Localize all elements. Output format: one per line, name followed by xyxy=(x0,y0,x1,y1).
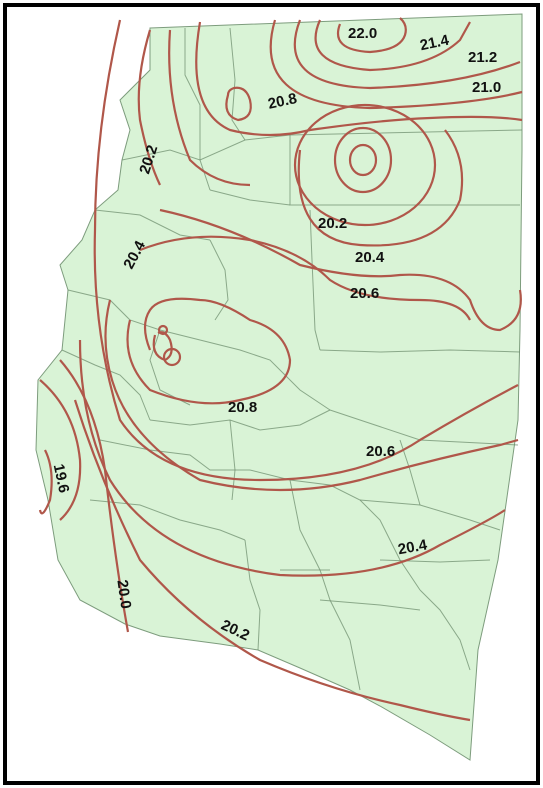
isoline-label: 20.8 xyxy=(228,399,257,416)
isoline-label: 21.4 xyxy=(418,31,451,54)
isoline-label: 20.6 xyxy=(350,285,379,302)
land-region xyxy=(35,13,523,761)
isoline-label: 19.6 xyxy=(50,462,73,494)
isoline-labels: 22.0 21.4 21.2 21.0 20.8 20.2 20.2 20.4 … xyxy=(50,25,502,644)
isoline-label: 21.2 xyxy=(468,49,497,66)
isoline-label: 20.2 xyxy=(318,215,347,232)
isoline-label: 20.8 xyxy=(266,90,298,113)
isoline-label: 20.6 xyxy=(366,443,395,460)
isoline-label: 20.4 xyxy=(397,536,429,558)
isotherm-lines xyxy=(38,17,523,722)
isoline-label: 20.4 xyxy=(355,249,385,266)
isoline-label: 21.0 xyxy=(472,79,501,96)
isoline-label: 22.0 xyxy=(348,25,377,42)
isoline-label: 20.0 xyxy=(113,579,134,610)
